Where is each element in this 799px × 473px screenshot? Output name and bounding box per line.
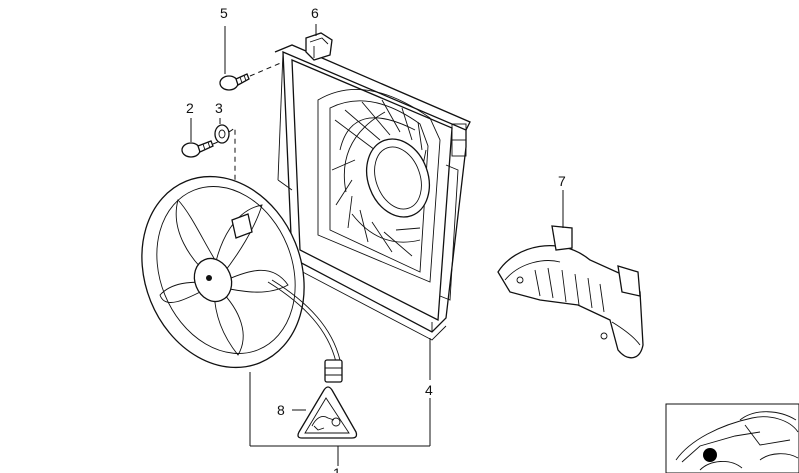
callout-3: 3 [215,100,223,116]
screw [181,140,214,158]
callout-8: 8 [277,402,285,418]
callout-6: 6 [311,5,319,21]
callouts: 5 6 2 3 7 8 4 1 [186,5,566,473]
callout-7: 7 [558,173,566,189]
fan-assembly [141,175,343,383]
air-duct-bracket [497,225,644,359]
warning-label [297,386,358,439]
car-silhouette-icon [675,411,799,471]
clip-nut [305,32,333,61]
callout-4: 4 [425,382,433,398]
fan-shroud [274,44,471,341]
washer [214,124,230,144]
shroud-ribs [331,99,427,257]
locator-marker [703,448,717,462]
fan-blades [159,199,289,356]
callout-2: 2 [186,100,194,116]
callout-1: 1 [333,465,341,473]
callout-5: 5 [220,5,228,21]
leader-lines [190,24,564,466]
bolt [219,73,250,91]
locator-thumbnail [665,403,799,473]
